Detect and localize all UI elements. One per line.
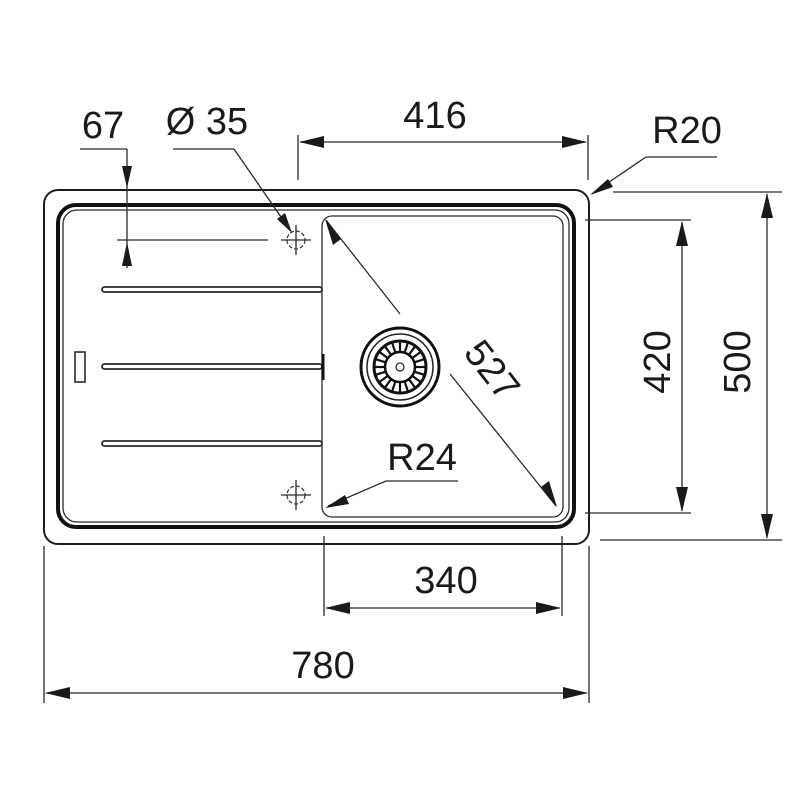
drainer-rib (101, 363, 323, 370)
dimension-overall-width: 780 (43, 546, 590, 703)
sink-inner-rim (56, 203, 576, 529)
dimension-bowl-radius: R24 (325, 437, 458, 508)
dimension-label-r20: R20 (652, 110, 722, 152)
tap-hole-icon (281, 480, 311, 510)
dimension-label-527: 527 (455, 333, 527, 409)
dimension-tap-offset: 67 (80, 105, 268, 268)
dimension-outer-radius: R20 (590, 110, 722, 195)
dimension-label-tap-diameter: Ø 35 (166, 101, 248, 143)
drainer-ribs (101, 286, 325, 447)
dimension-label-780: 780 (291, 645, 354, 687)
dimension-label-67: 67 (82, 105, 124, 147)
drainer-rib (101, 286, 323, 293)
drainer-rib (101, 440, 323, 447)
sink-outer-outline (43, 189, 590, 545)
dimension-label-r24: R24 (387, 437, 457, 479)
dimension-label-340: 340 (414, 560, 477, 602)
dimension-bowl-depth: 420 (585, 219, 691, 514)
dimension-overall-depth: 500 (600, 191, 782, 541)
tap-hole-icon (281, 225, 311, 255)
overflow-slot (74, 351, 86, 383)
dimension-bowl-width: 340 (323, 536, 563, 616)
dimension-label-420: 420 (637, 330, 679, 393)
dimension-label-416: 416 (403, 95, 466, 137)
waste-strainer-icon (359, 326, 441, 408)
dimension-bowl-offset: 416 (297, 95, 589, 180)
dimension-tap-diameter: Ø 35 (166, 101, 292, 233)
dimension-label-500: 500 (717, 330, 759, 393)
